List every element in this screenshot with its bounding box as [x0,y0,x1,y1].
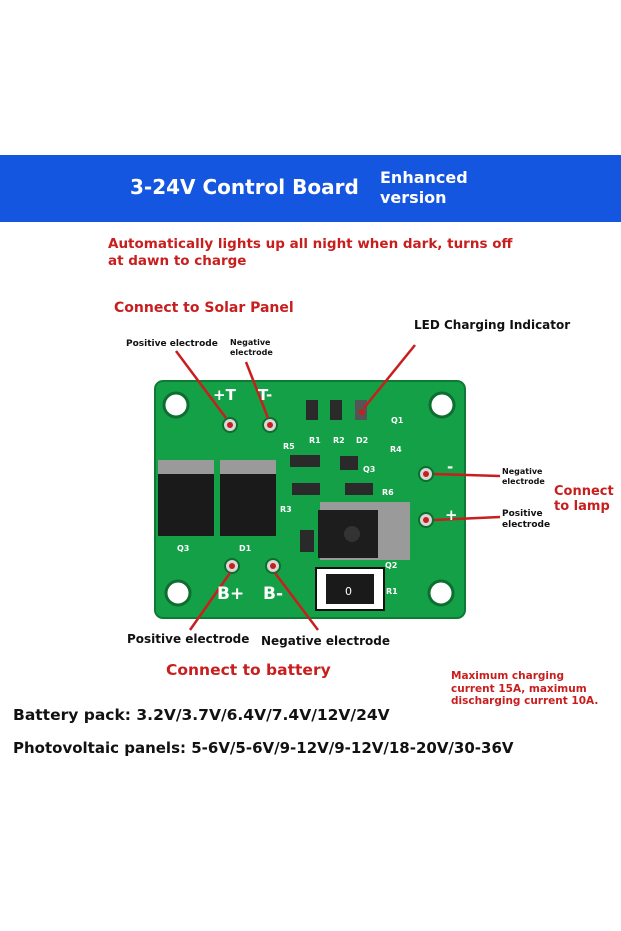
silk-ref-r2: R2 [333,436,345,445]
silk-plus-top: +T [213,386,237,404]
pointer-solar-negative [244,361,270,419]
silk-ref-q2: Q2 [385,561,397,570]
lamp-negative-label: Negative electrode [502,467,545,487]
silk-ref-q1: Q1 [391,416,404,425]
solar-negative-line2: electrode [230,348,273,357]
inductor-text: 0 [345,585,352,598]
silk-bminus: B- [263,584,283,604]
banner-title: 3-24V Control Board [130,175,359,199]
silk-minus-top: T- [258,386,272,404]
banner-subtitle-line2: version [380,188,447,207]
pointer-battery-positive [188,572,232,631]
description-text: Automatically lights up all night when d… [108,236,513,269]
silk-ref-r4: R4 [390,445,402,454]
battery-pack-spec: Battery pack: 3.2V/3.7V/6.4V/7.4V/12V/24… [13,706,390,724]
pointer-lamp-negative [433,472,501,478]
silk-ref-r3: R3 [280,505,292,514]
title-banner [0,155,621,222]
lamp-negative-line2: electrode [502,477,545,486]
pointer-battery-negative [274,572,319,631]
mount-hole-top-right [428,391,456,419]
silk-minus-right: - [447,458,453,476]
banner-subtitle-line1: Enhanced [380,168,468,187]
silk-ref-r1-bottom: R1 [386,587,398,596]
max-current-line1: Maximum charging [451,670,564,682]
solar-panel-label: Connect to Solar Panel [114,300,294,316]
lamp-label-line2: to lamp [554,499,610,514]
mount-hole-top-left [162,391,190,419]
silk-ref-d2: D2 [356,436,368,445]
solar-negative-line1: Negative [230,338,271,347]
silk-ref-r1: R1 [309,436,321,445]
silk-ref-d1: D1 [239,544,252,553]
silk-ref-r6: R6 [382,488,394,497]
lamp-label-line1: Connect [554,484,614,499]
battery-negative-label: Negative electrode [261,634,390,648]
led-indicator-label: LED Charging Indicator [414,318,571,332]
lamp-positive-line1: Positive [502,509,543,519]
banner-subtitle: Enhanced version [380,168,468,208]
pointer-led [363,344,416,409]
battery-label: Connect to battery [166,661,331,679]
lamp-label: Connect to lamp [554,484,614,514]
lamp-negative-line1: Negative [502,467,543,476]
silk-ref-q3-small: Q3 [363,465,375,474]
battery-positive-label: Positive electrode [127,632,250,646]
max-current-text: Maximum charging current 15A, maximum di… [451,670,616,708]
photovoltaic-spec: Photovoltaic panels: 5-6V/5-6V/9-12V/9-1… [13,739,514,757]
mount-hole-bottom-left [164,579,192,607]
solar-positive-label: Positive electrode [126,339,218,349]
lamp-positive-line2: electrode [502,520,551,530]
silk-ref-r5: R5 [283,442,295,451]
pointer-lamp-positive [433,515,501,522]
inductor [326,574,374,604]
silk-ref-q3: Q3 [177,544,189,553]
solar-negative-label: Negative electrode [230,338,273,358]
max-current-line3: discharging current 10A. [451,695,599,707]
mount-hole-bottom-right [427,579,455,607]
silk-bplus: B+ [217,584,244,604]
pointer-solar-positive [174,350,228,419]
silk-plus-right: + [445,506,458,524]
max-current-line2: current 15A, maximum [451,682,587,695]
lamp-positive-label: Positive electrode [502,509,550,531]
